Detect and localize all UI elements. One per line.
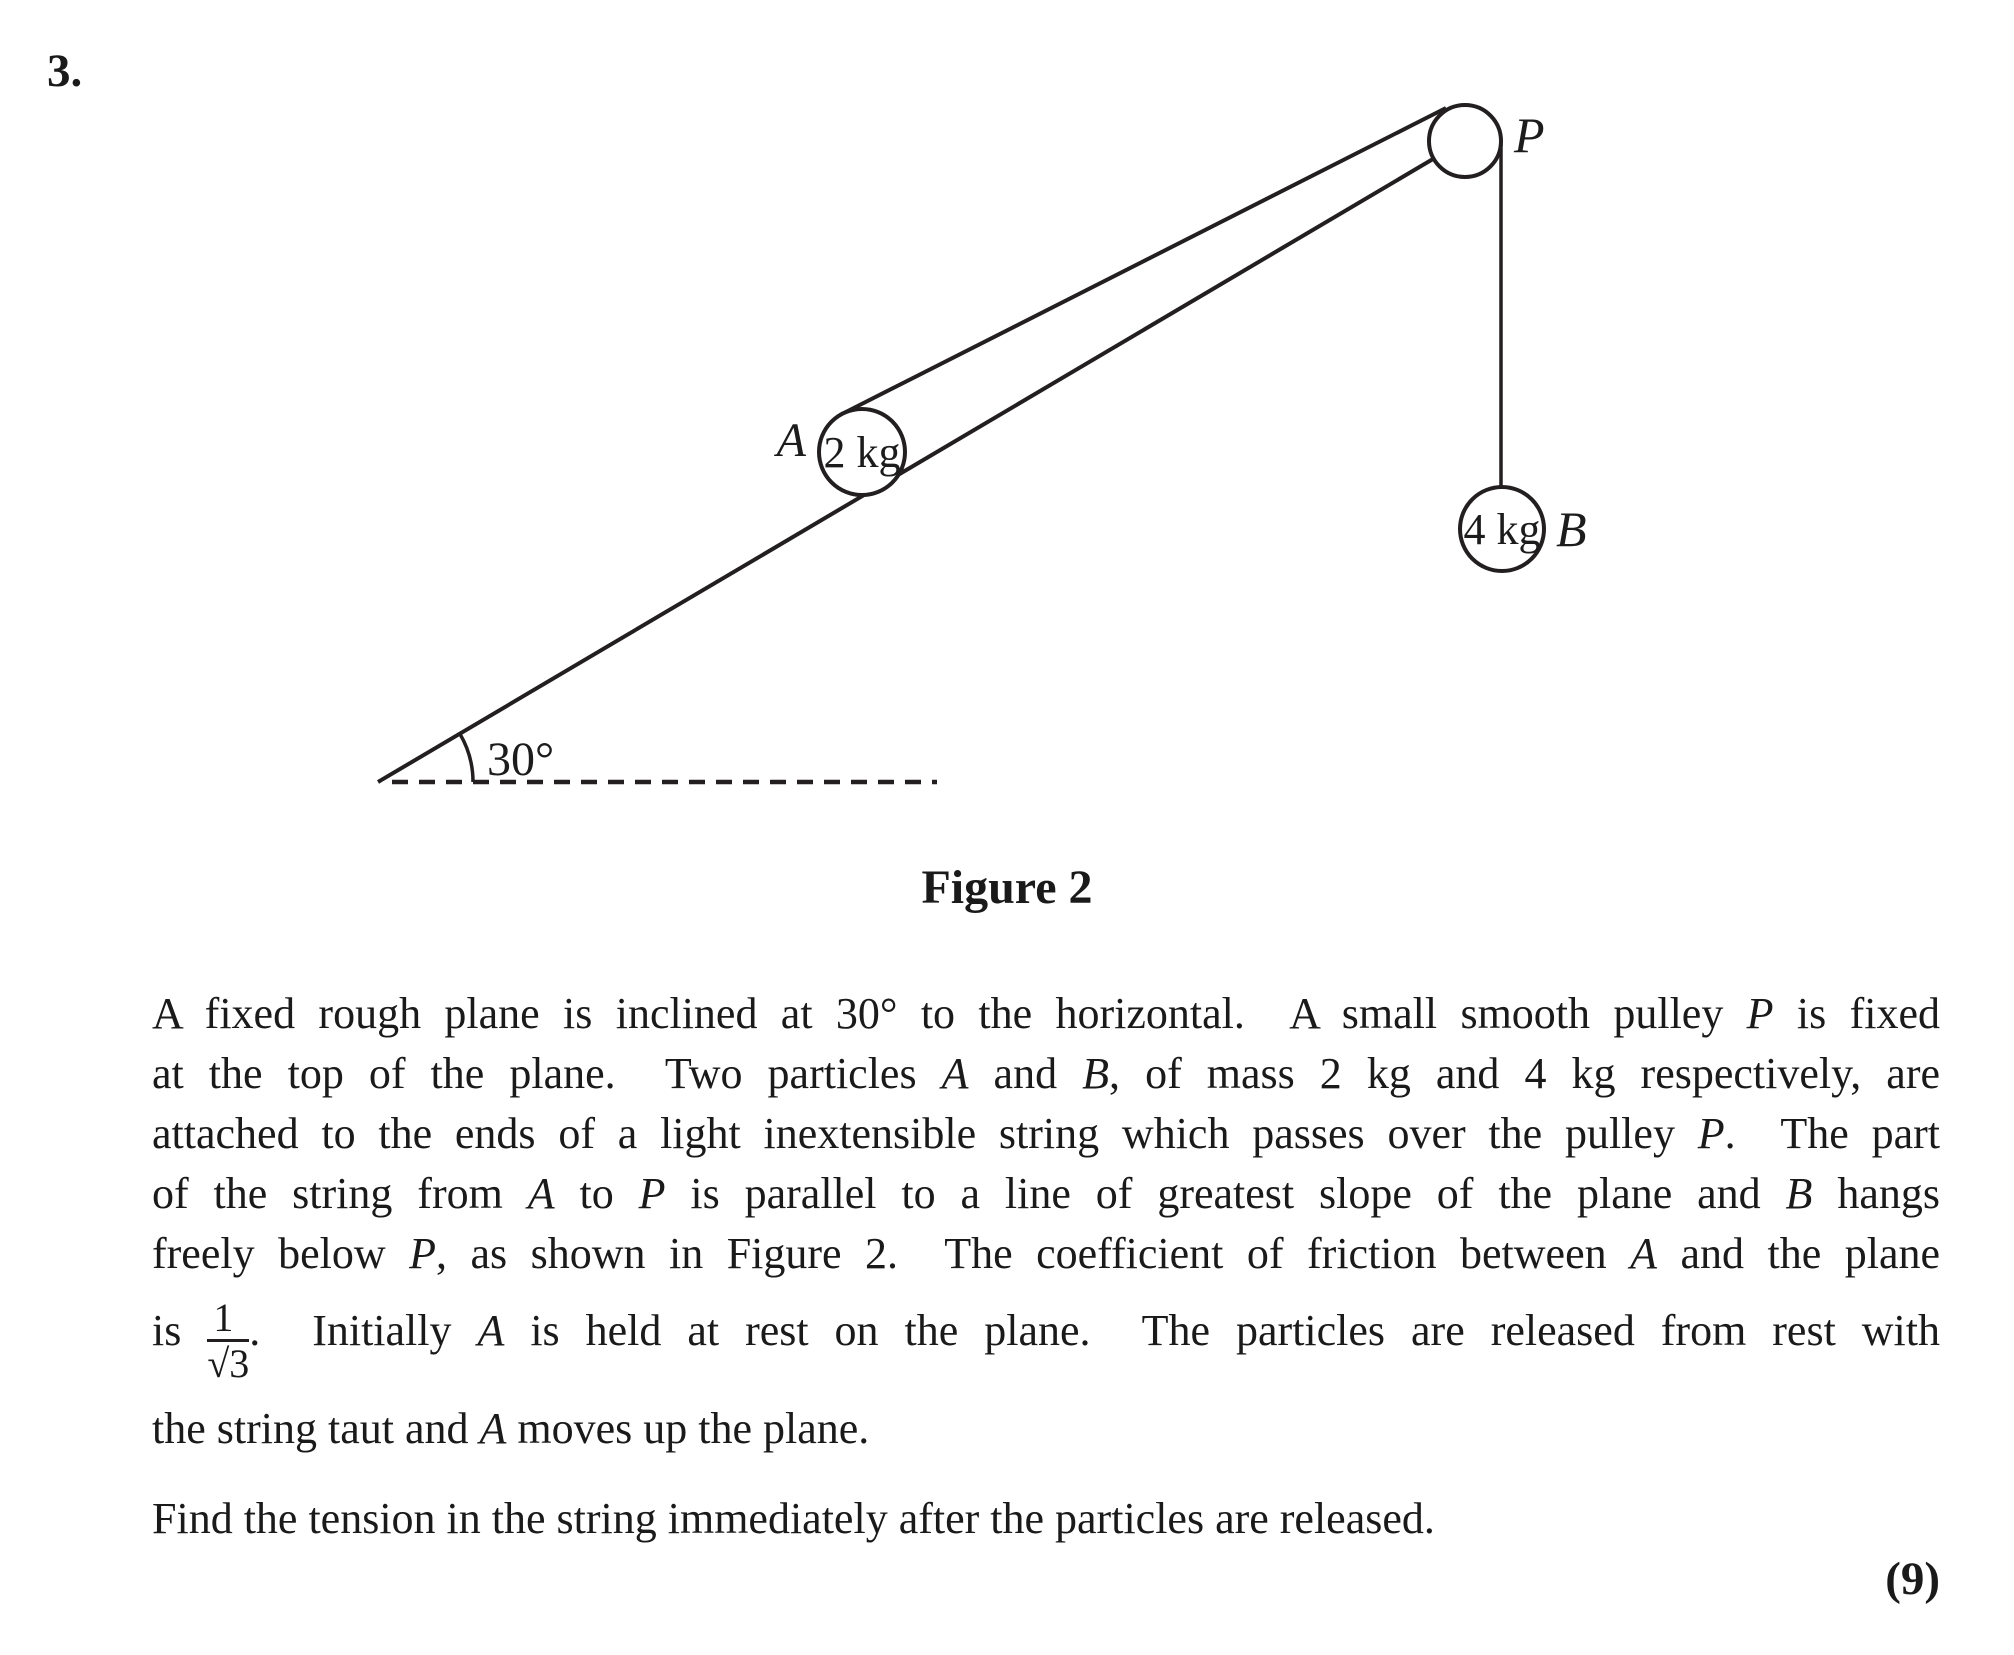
body-line-3: attached to the ends of a light inextens… xyxy=(152,1109,1940,1158)
body-line-4: of the string from A to P is parallel to… xyxy=(152,1169,1940,1218)
body-line-7: the string taut and A moves up the plane… xyxy=(152,1403,870,1453)
question-number: 3. xyxy=(47,45,83,97)
body-line-2: at the top of the plane. Two particles A… xyxy=(152,1049,1941,1098)
body-line-5: freely below P, as shown in Figure 2. Th… xyxy=(152,1229,1940,1278)
particle-b-mass: 4 kg xyxy=(1464,505,1541,554)
question-body: A fixed rough plane is inclined at 30° t… xyxy=(152,984,1940,1609)
angle-arc xyxy=(458,733,475,783)
particle-b-circle xyxy=(1458,485,1546,573)
pulley-label: P xyxy=(1513,107,1545,163)
particle-a-label: A xyxy=(774,414,807,467)
pulley-circle xyxy=(1427,103,1503,179)
find-instruction: Find the tension in the string immediate… xyxy=(152,1493,1435,1543)
body-line-1: A fixed rough plane is inclined at 30° t… xyxy=(152,989,1940,1038)
string-line xyxy=(839,106,1447,417)
particle-a-mass: 2 kg xyxy=(824,428,901,477)
angle-label: 30° xyxy=(487,733,554,786)
figure-caption: Figure 2 xyxy=(921,861,1093,914)
marks-badge: (9) xyxy=(1885,1552,1940,1605)
body-line-6: is 1√3. Initially A is held at rest on t… xyxy=(152,1295,1940,1386)
particle-b-label: B xyxy=(1556,501,1587,557)
figure-2-diagram: P A 2 kg 4 kg B 30° xyxy=(376,103,1587,786)
incline-line xyxy=(376,157,1435,784)
particle-a-circle xyxy=(817,407,907,497)
fraction: 1√3 xyxy=(207,1295,250,1386)
